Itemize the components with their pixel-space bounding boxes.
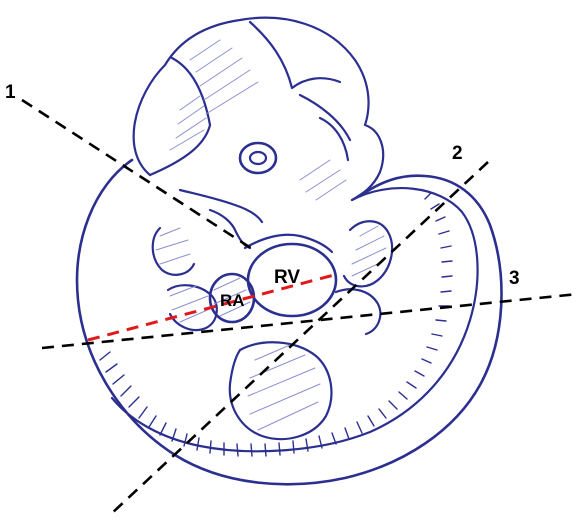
section-number-1: 1 bbox=[5, 82, 16, 103]
label-right-ventricle: RV bbox=[274, 267, 300, 288]
tail-limb-bud bbox=[336, 289, 380, 334]
embryo-drawing bbox=[77, 18, 501, 485]
section-line-1 bbox=[22, 100, 254, 250]
upper-limb-left bbox=[153, 228, 194, 275]
section-number-3: 3 bbox=[509, 268, 520, 289]
brain-crease bbox=[300, 95, 350, 160]
section-lines bbox=[22, 100, 578, 515]
label-right-atrium: RA bbox=[220, 291, 245, 310]
eye-outer bbox=[240, 143, 276, 173]
section-number-2: 2 bbox=[452, 143, 463, 164]
forebrain-fold bbox=[150, 58, 210, 175]
hatch-shading bbox=[156, 40, 386, 430]
section-line-2 bbox=[110, 162, 488, 515]
midbrain-fold bbox=[250, 22, 340, 88]
face-contour bbox=[180, 190, 262, 248]
eye-inner bbox=[250, 152, 266, 164]
